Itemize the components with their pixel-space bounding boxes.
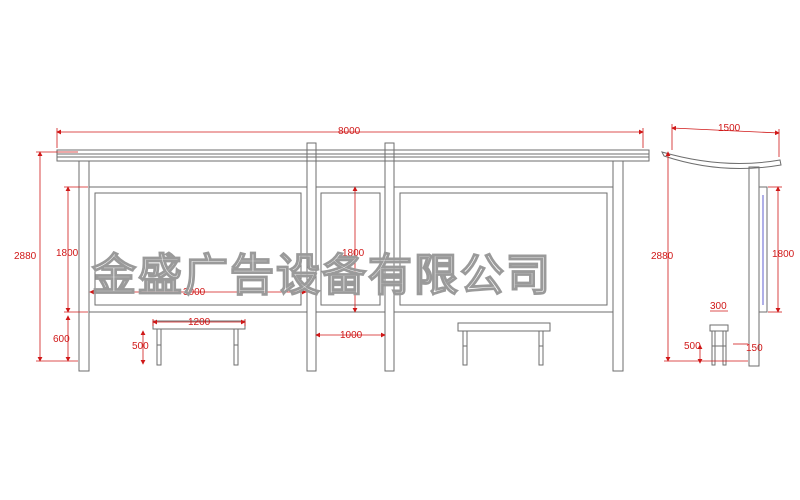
total-width-label: 8000 (338, 126, 361, 137)
post-width-label: 150 (746, 343, 763, 354)
middle-panel (315, 186, 386, 313)
total-height-label: 2880 (14, 251, 37, 262)
side-post (748, 166, 760, 367)
panel-height-mid-label: 1800 (342, 248, 365, 259)
front-elevation (56, 142, 650, 372)
curved-roof (661, 151, 782, 169)
side-bench-height-label: 500 (684, 341, 701, 352)
base-height-label: 600 (53, 334, 70, 345)
side-dimensions (664, 124, 782, 364)
side-total-height-label: 2880 (651, 251, 674, 262)
right-ad-panel (393, 186, 614, 313)
front-dimensions (36, 128, 644, 365)
company-watermark: 金盛广告设备有限公司 (91, 250, 552, 301)
roof (56, 149, 650, 162)
side-elevation (661, 151, 782, 367)
side-dimension-labels: 1500 2880 1800 300 500 150 (651, 123, 795, 354)
side-bench (709, 324, 729, 366)
bench-length-label: 1200 (188, 317, 211, 328)
side-bench-depth-label: 300 (710, 301, 727, 312)
front-dimension-labels: 8000 2880 1800 1800 3000 1000 1200 500 6… (14, 126, 365, 352)
side-panel (758, 186, 768, 313)
panel-width-label: 3000 (183, 287, 206, 298)
left-ad-panel (88, 186, 308, 313)
bench-right (457, 322, 551, 366)
gap-width-label: 1000 (340, 330, 363, 341)
panel-height-left-label: 1800 (56, 248, 79, 259)
roof-depth-label: 1500 (718, 123, 741, 134)
side-panel-height-label: 1800 (772, 249, 795, 260)
bench-height-label: 500 (132, 341, 149, 352)
